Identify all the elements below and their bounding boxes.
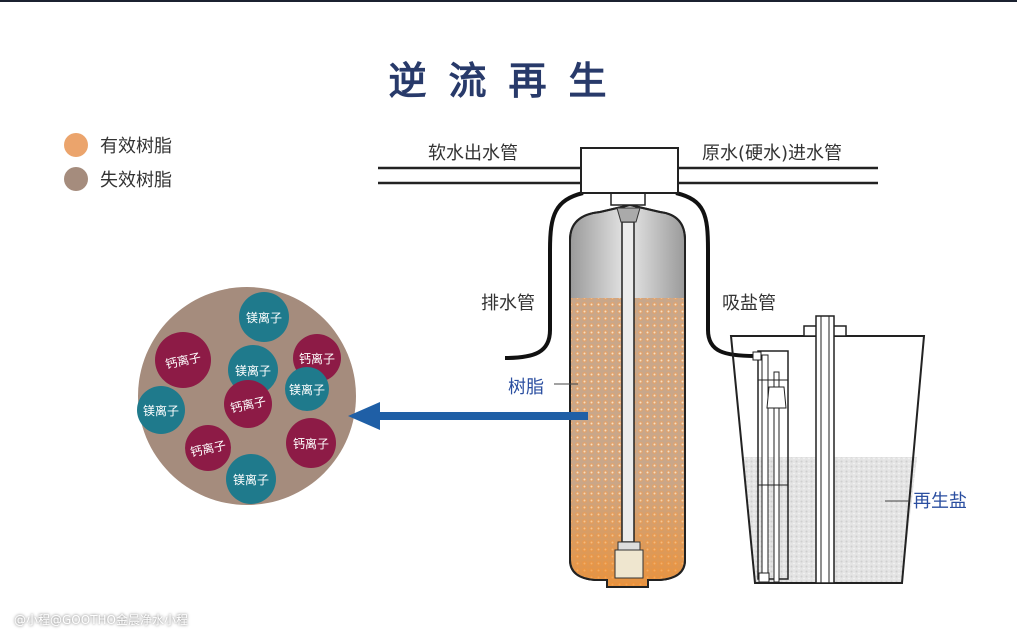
legend-label: 失效树脂	[100, 170, 172, 191]
brine-pipe-label: 吸盐管	[722, 293, 776, 314]
resin-label: 树脂	[508, 377, 544, 398]
active-resin-dot-icon	[64, 133, 88, 157]
legend-label: 有效树脂	[100, 136, 172, 157]
legend: 有效树脂 失效树脂	[64, 128, 172, 196]
ion-calcium: 钙离子	[286, 418, 336, 468]
drain-pipe-label: 排水管	[481, 293, 535, 314]
arrow-icon	[348, 402, 588, 430]
watermark: @小程@GOOTHO金晨净水小程	[14, 613, 188, 627]
ion-magnesium: 镁离子	[226, 454, 276, 504]
brine-hose	[675, 191, 756, 358]
control-valve	[580, 147, 679, 194]
brine-tank	[729, 315, 926, 584]
raw-water-inlet-label: 原水(硬水)进水管	[702, 143, 843, 164]
regen-salt-label: 再生盐	[913, 491, 967, 512]
legend-item-active-resin: 有效树脂	[64, 128, 172, 162]
page-title: 逆流再生	[388, 59, 629, 103]
exhausted-resin-dot-icon	[64, 167, 88, 191]
ion-magnesium: 镁离子	[239, 292, 289, 342]
ion-magnesium: 镁离子	[285, 367, 329, 411]
resin-tank	[569, 189, 686, 588]
ion-magnesium: 镁离子	[137, 386, 185, 434]
top-border	[0, 0, 1017, 2]
drain-hose	[504, 191, 584, 360]
soft-water-outlet-label: 软水出水管	[428, 143, 518, 164]
legend-item-exhausted-resin: 失效树脂	[64, 162, 172, 196]
